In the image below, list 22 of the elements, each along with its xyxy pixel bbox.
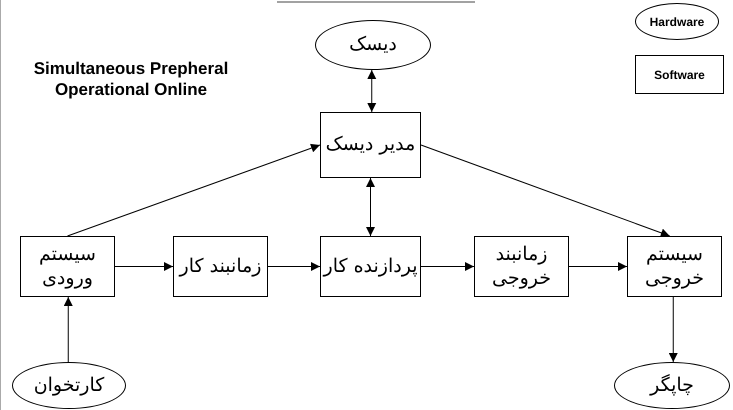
process-box: زمانبند خروجی	[474, 236, 569, 297]
arrow	[64, 296, 73, 362]
arrow	[420, 262, 474, 271]
process-box: سیستم ورودی	[20, 236, 115, 297]
ellipse-node: چاپگر	[614, 362, 730, 409]
ellipse-node: دیسک	[315, 20, 431, 70]
arrow	[367, 70, 376, 112]
process-box: سیستم خروجی	[627, 236, 722, 297]
arrow	[366, 178, 375, 236]
diagram-title: Simultaneous Prepheral Operational Online	[32, 58, 230, 100]
ellipse-node: کارتخوان	[12, 362, 126, 409]
process-box: پردازنده کار	[320, 236, 421, 297]
arrow	[568, 262, 628, 271]
process-box: Software	[635, 55, 724, 94]
arrow	[114, 262, 174, 271]
arrow	[67, 144, 320, 236]
process-box: مدیر دیسک	[320, 112, 421, 178]
ellipse-node: Hardware	[635, 3, 719, 40]
arrow	[268, 262, 320, 271]
arrow	[420, 144, 670, 238]
process-box: زمانبند کار	[173, 236, 268, 297]
arrow	[668, 296, 678, 362]
